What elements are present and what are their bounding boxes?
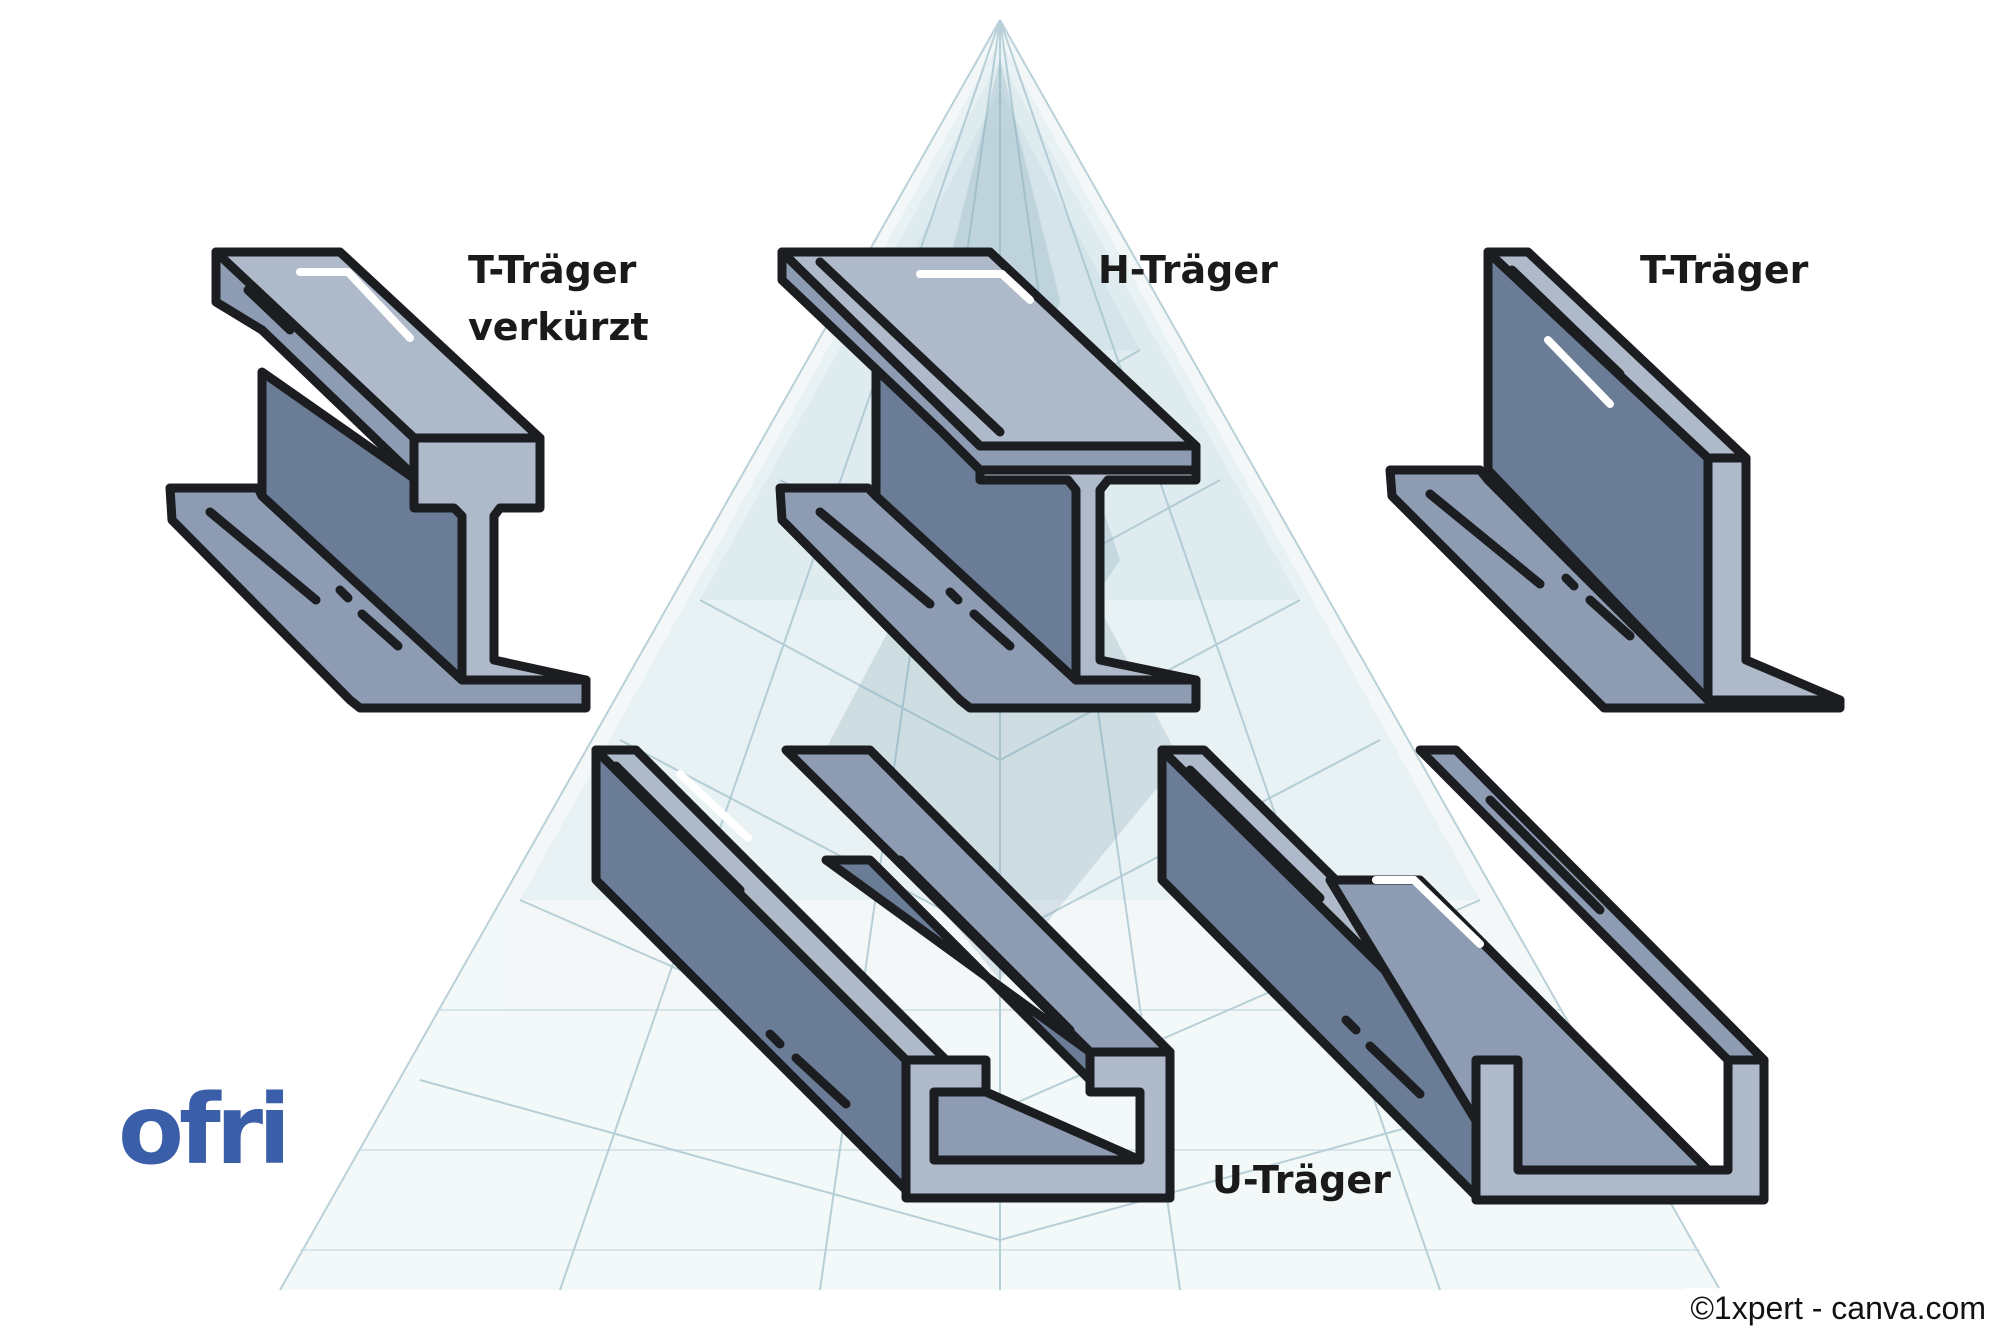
label-t-traeger-verkuerzt-line2: verkürzt <box>468 305 649 349</box>
u-traeger-beam-right <box>1157 745 1769 1205</box>
u-traeger-beam-left <box>591 745 1175 1203</box>
t-traeger-verkuerzt-beam <box>165 247 591 713</box>
image-credit: ©1xpert - canva.com <box>1686 1288 1990 1328</box>
t-traeger-beam <box>1385 247 1845 713</box>
label-u-traeger: U-Träger <box>1212 1158 1391 1202</box>
ofri-logo: ofri <box>118 1074 291 1186</box>
label-t-traeger: T-Träger <box>1640 248 1809 292</box>
label-t-traeger-verkuerzt-line1: T-Träger <box>468 248 637 292</box>
label-h-traeger: H-Träger <box>1098 248 1278 292</box>
h-traeger-beam <box>775 247 1201 713</box>
